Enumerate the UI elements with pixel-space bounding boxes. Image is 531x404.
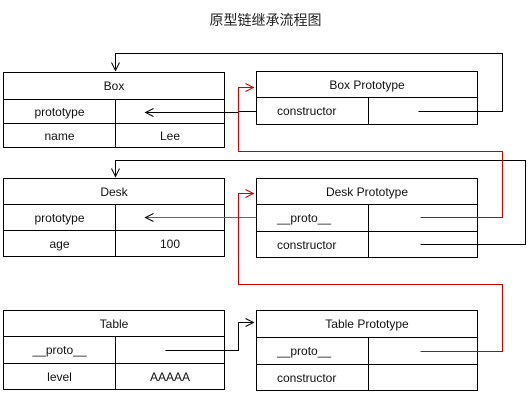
table-prototype-header: Table Prototype <box>325 317 409 331</box>
box-name-key: name <box>44 128 75 143</box>
table-proto-link-arrow <box>165 323 254 351</box>
box-prototype-header: Box Prototype <box>329 77 405 92</box>
desk-age-value: 100 <box>159 236 181 251</box>
desk-prototype-proto-value <box>369 205 477 231</box>
desk-prototype-header: Desk Prototype <box>325 184 409 199</box>
table-level-key: level <box>47 369 72 384</box>
desk-age-key: age <box>49 236 70 251</box>
desk-prototype-proto-key: __proto__ <box>277 211 332 225</box>
table-header: Table <box>99 316 129 331</box>
table-proto-chain-arrow <box>238 194 503 352</box>
table-prototype-constructor-key: constructor <box>277 370 337 385</box>
table-prototype-proto-key: __proto__ <box>277 344 332 358</box>
desk-constructor-link-arrow <box>116 160 526 245</box>
desk-prototype-constructor-value <box>369 232 477 257</box>
box-prototype-key: prototype <box>34 104 85 119</box>
desk-prototype-value <box>116 205 224 230</box>
desk-prototype-constructor-key: constructor <box>277 237 337 252</box>
box-name-value: Lee <box>159 128 181 143</box>
table-level-value: AAAAA <box>149 369 191 384</box>
table-prototype-constructor-value <box>369 365 477 390</box>
box-header: Box <box>103 79 125 93</box>
box-constructor-link-arrow <box>116 53 503 112</box>
desk-proto-chain-arrow <box>238 88 503 218</box>
desk-header: Desk <box>100 184 128 199</box>
box-prototype-constructor-value <box>369 98 477 124</box>
table-prototype-proto-value <box>369 338 477 364</box>
box-table <box>3 72 225 148</box>
diagram-title: 原型链继承流程图 <box>209 13 322 29</box>
box-prototype-value <box>116 100 224 123</box>
table-proto-value <box>116 337 224 363</box>
box-prototype-table <box>256 71 478 125</box>
table-proto-key: __proto__ <box>32 343 87 357</box>
box-prototype-constructor-key: constructor <box>277 104 337 118</box>
table-prototype-table <box>256 310 478 391</box>
table-table <box>3 310 225 390</box>
desk-prototype-key: prototype <box>34 210 85 225</box>
